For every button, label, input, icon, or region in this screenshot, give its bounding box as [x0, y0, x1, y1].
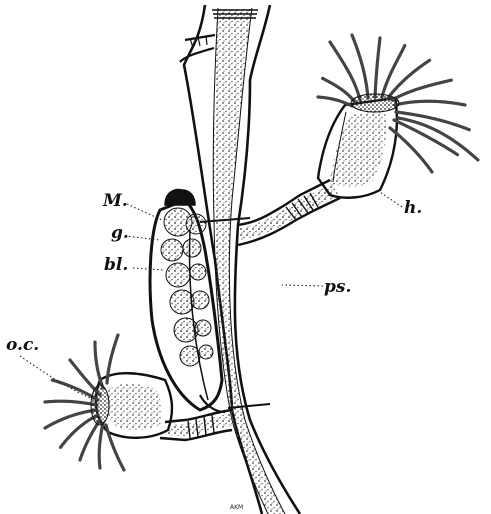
label-gonophore: g.	[111, 223, 129, 243]
hydranth-lower	[45, 335, 172, 470]
upper-branch	[238, 180, 340, 245]
artist-signature: AKM	[230, 504, 243, 511]
label-blastostyle: bl.	[104, 255, 128, 275]
label-perisarc: ps.	[324, 277, 351, 297]
label-oral-cone: o.c.	[6, 335, 39, 355]
hydranth-upper	[318, 35, 478, 198]
label-hydranth: h.	[404, 198, 422, 218]
label-medusa: M.	[102, 191, 128, 211]
